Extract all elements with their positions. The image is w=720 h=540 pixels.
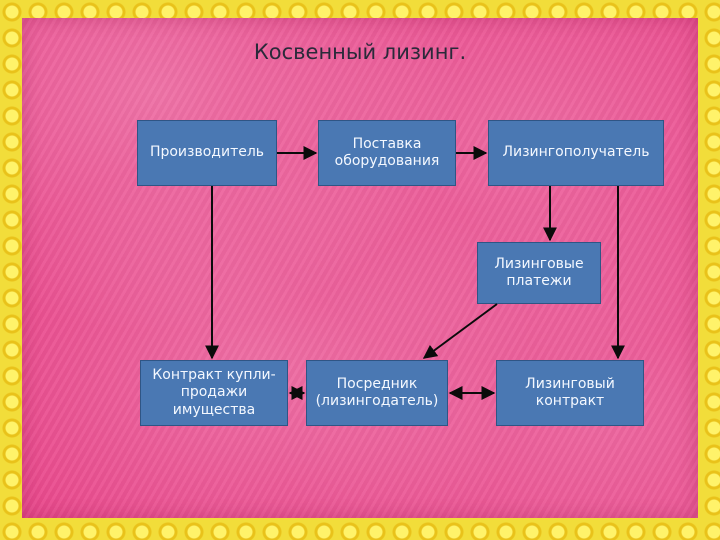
producer-box: Производитель <box>137 120 277 186</box>
supply-box: Поставка оборудования <box>318 120 456 186</box>
payments-box: Лизинговые платежи <box>477 242 601 304</box>
slide-title: Косвенный лизинг. <box>253 40 467 64</box>
lessee-box: Лизингополучатель <box>488 120 664 186</box>
arrow-payments-to-intermediary <box>422 303 498 359</box>
sale-contract-box: Контракт купли-продажи имущества <box>140 360 288 426</box>
intermediary-box: Посредник (лизингодатель) <box>306 360 448 426</box>
lease-contract-box: Лизинговый контракт <box>496 360 644 426</box>
